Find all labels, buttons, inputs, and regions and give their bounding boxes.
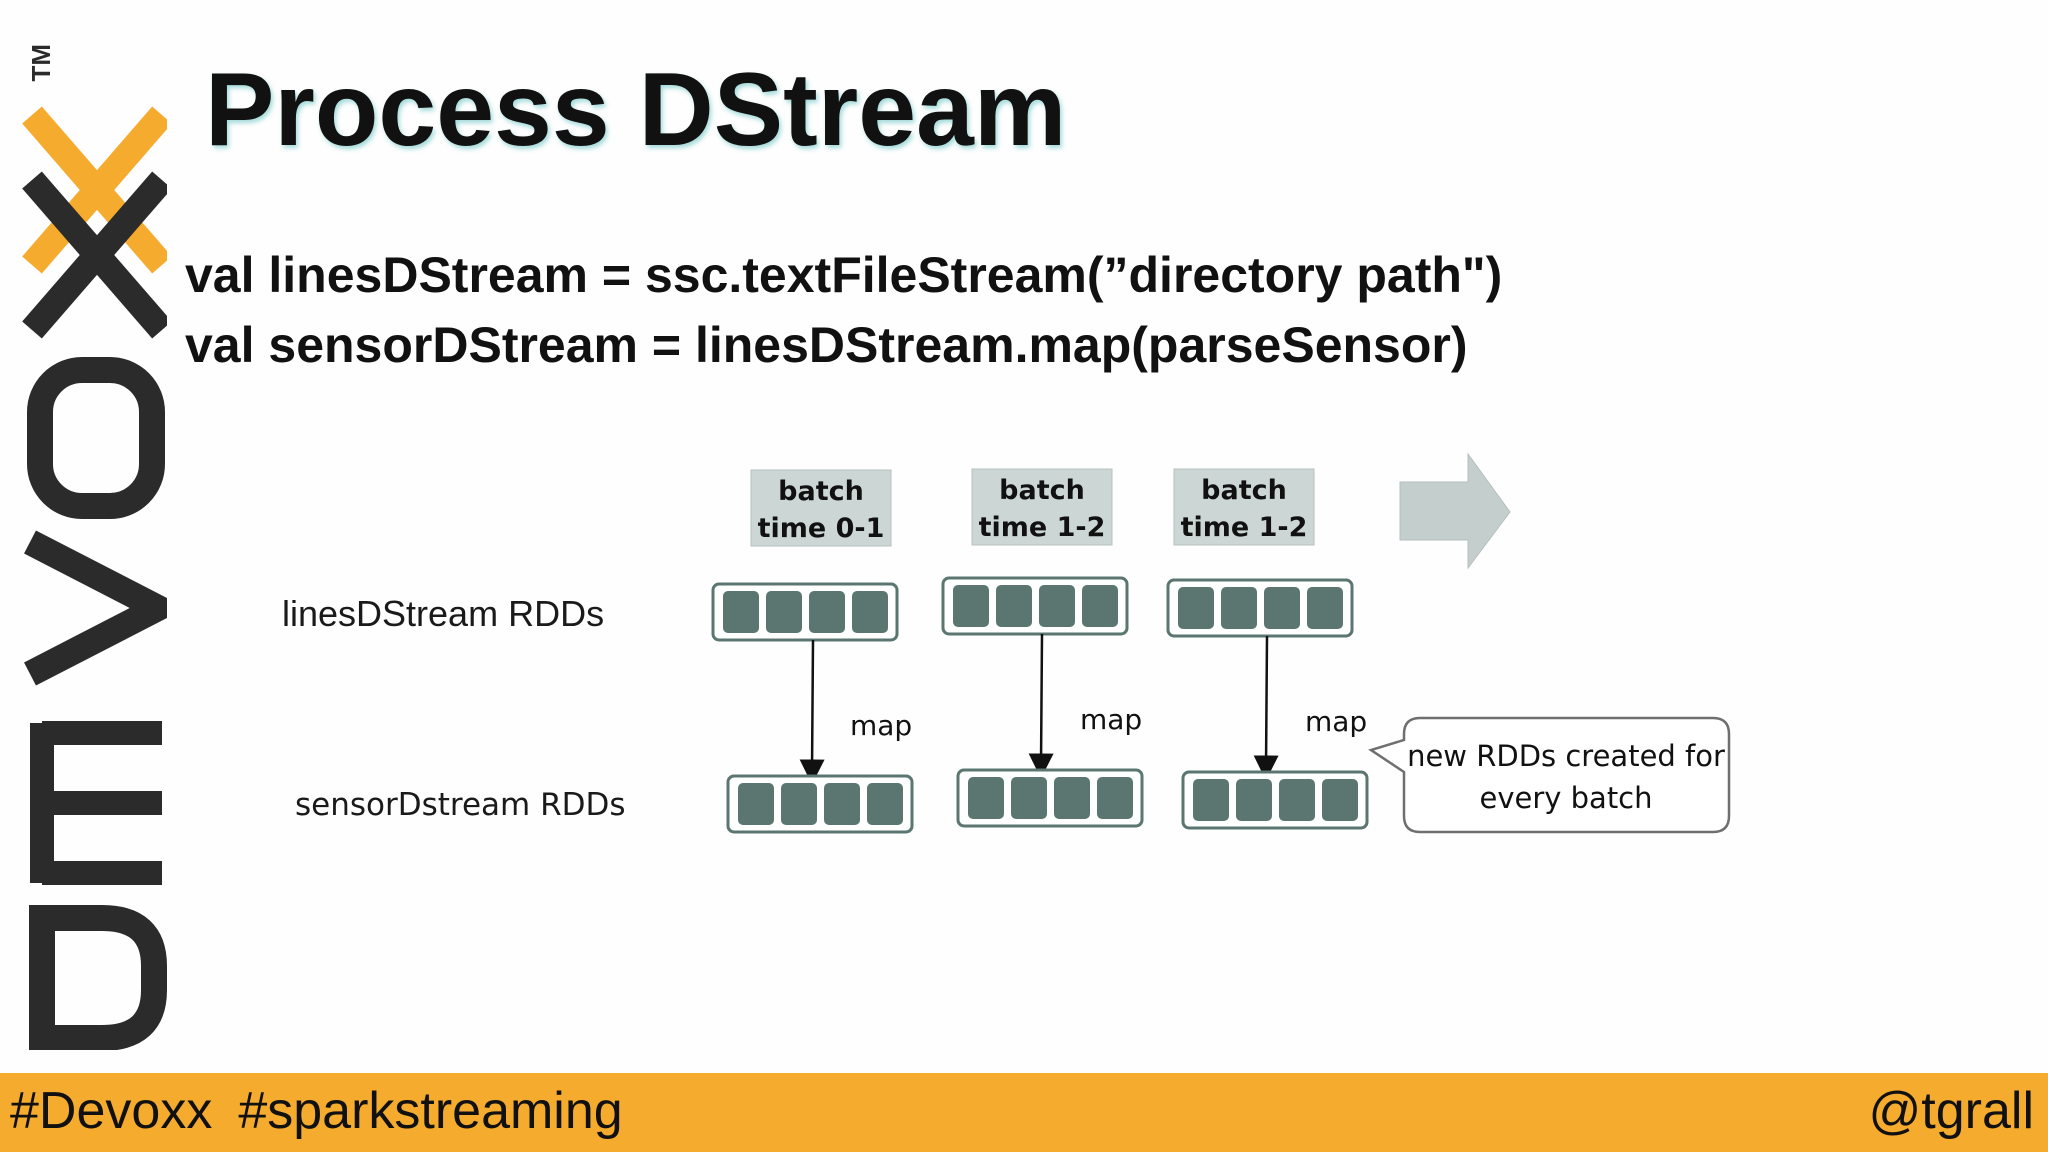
rdd-partition bbox=[1097, 777, 1133, 819]
time-arrow-icon bbox=[1399, 452, 1511, 570]
code-line-lines-dstream: val linesDStream = ssc.textFileStream(”d… bbox=[185, 247, 1503, 303]
map-arrow bbox=[799, 639, 825, 785]
slide-title: Process DStream bbox=[205, 52, 1067, 168]
rdd-partition bbox=[953, 585, 989, 627]
logo-x-dark bbox=[22, 171, 167, 339]
batch-column-1: batch time 0-1 map bbox=[711, 469, 914, 834]
rdd-partition bbox=[1054, 777, 1090, 819]
batch-box bbox=[1173, 468, 1315, 546]
rdd-partition bbox=[824, 783, 860, 825]
map-label: map bbox=[1080, 703, 1142, 736]
rdd-partition bbox=[852, 591, 888, 633]
batch-label-line2: time 0-1 bbox=[758, 513, 885, 544]
rdd-partition bbox=[1193, 779, 1229, 821]
batch-box bbox=[750, 469, 892, 547]
devoxx-logo: TM bbox=[22, 44, 167, 1050]
code-line-sensor-dstream: val sensorDStream = linesDStream.map(par… bbox=[185, 317, 1468, 373]
twitter-handle: @tgrall bbox=[1868, 1082, 2035, 1140]
map-arrow bbox=[1028, 633, 1054, 779]
rdd-partition bbox=[1264, 587, 1300, 629]
rdd-partition bbox=[867, 783, 903, 825]
rdd-partition bbox=[766, 591, 802, 633]
rdd-partition bbox=[1178, 587, 1214, 629]
rdd-partition bbox=[1221, 587, 1257, 629]
rdd-partition bbox=[968, 777, 1004, 819]
batch-label-line2: time 1-2 bbox=[1181, 512, 1308, 543]
lines-rdds-label: linesDStream RDDs bbox=[282, 593, 604, 634]
logo-letter-e bbox=[30, 721, 162, 885]
batch-column-3: batch time 1-2 map bbox=[1166, 468, 1369, 830]
batch-label-line1: batch bbox=[999, 475, 1085, 506]
trademark-mark: TM bbox=[26, 44, 56, 82]
rdd-partition bbox=[1279, 779, 1315, 821]
rdd-partition bbox=[1236, 779, 1272, 821]
logo-x-accent bbox=[22, 106, 167, 274]
footer-hashtags: #Devoxx #sparkstreaming bbox=[10, 1085, 623, 1137]
map-arrow bbox=[1253, 635, 1279, 781]
batch-box bbox=[971, 468, 1113, 546]
callout-line2: every batch bbox=[1479, 781, 1652, 815]
rdd-partition bbox=[809, 591, 845, 633]
callout-bubble bbox=[1368, 716, 1731, 834]
sensor-rdds-label: sensorDstream RDDs bbox=[295, 787, 626, 823]
logo-letter-d bbox=[29, 905, 167, 1050]
rdd-partition bbox=[1039, 585, 1075, 627]
rdd-partition bbox=[1011, 777, 1047, 819]
logo-letter-o bbox=[27, 357, 165, 519]
batch-column-2: batch time 1-2 map bbox=[941, 468, 1144, 828]
logo-letter-v bbox=[24, 530, 167, 686]
hashtag-sparkstreaming: #sparkstreaming bbox=[238, 1082, 623, 1140]
batch-label-line1: batch bbox=[778, 476, 864, 507]
callout-line1: new RDDs created for bbox=[1407, 739, 1725, 773]
batch-label-line1: batch bbox=[1201, 475, 1287, 506]
map-label: map bbox=[850, 709, 912, 742]
rdd-partition bbox=[1082, 585, 1118, 627]
footer-bar: #Devoxx #sparkstreaming @tgrall bbox=[0, 1073, 2048, 1152]
rdd-partition bbox=[723, 591, 759, 633]
rdd-partition bbox=[996, 585, 1032, 627]
hashtag-devoxx: #Devoxx bbox=[10, 1082, 213, 1140]
batch-label-line2: time 1-2 bbox=[979, 512, 1106, 543]
rdd-partition bbox=[1322, 779, 1358, 821]
map-label: map bbox=[1305, 705, 1367, 738]
rdd-partition bbox=[738, 783, 774, 825]
rdd-partition bbox=[781, 783, 817, 825]
rdd-partition bbox=[1307, 587, 1343, 629]
